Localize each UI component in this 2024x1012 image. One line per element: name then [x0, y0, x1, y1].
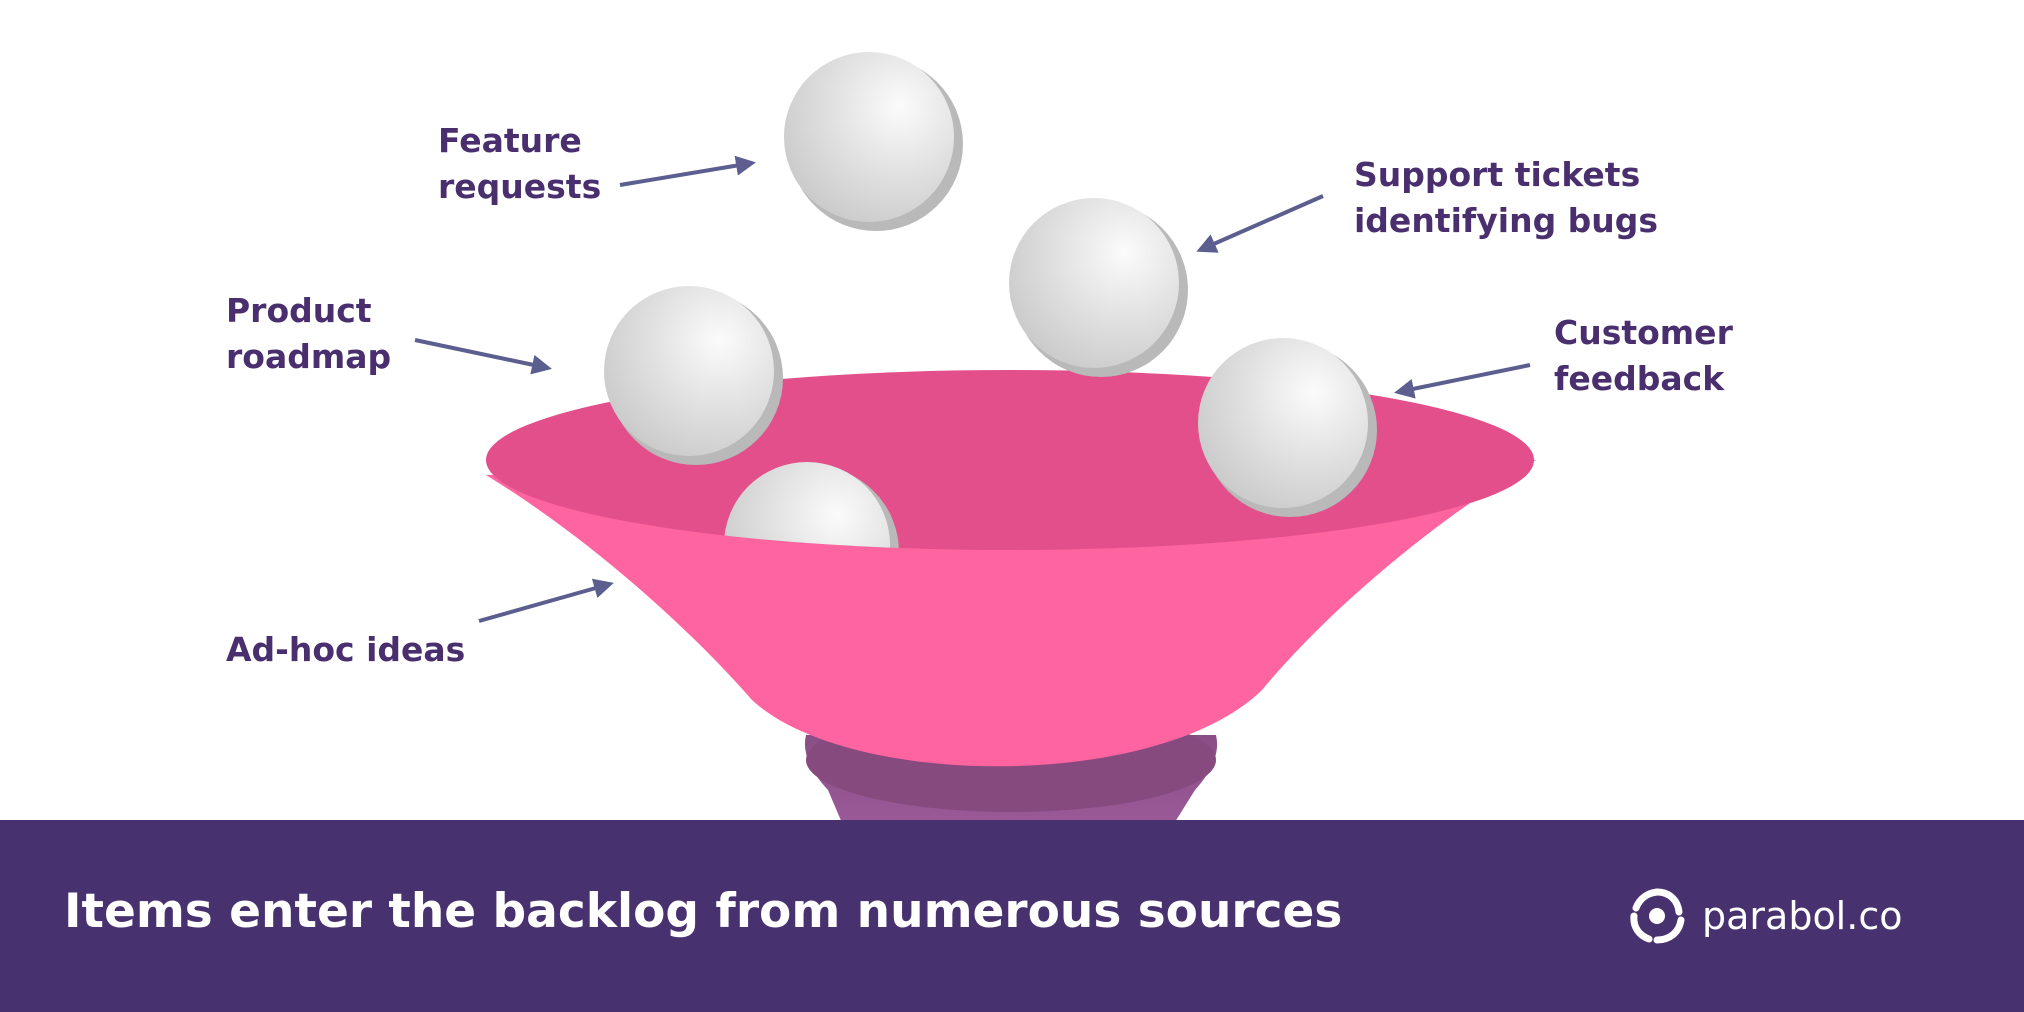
label-feature-requests: Feature requests [438, 118, 601, 210]
arrow-icon [1196, 194, 1324, 253]
arrow-icon [478, 578, 614, 623]
brand-name: parabol.co [1702, 894, 1903, 938]
label-line: Product [226, 291, 372, 330]
label-support-tickets: Support tickets identifying bugs [1354, 152, 1658, 244]
arrow-icon [414, 338, 552, 375]
footer-title: Items enter the backlog from numerous so… [64, 884, 1343, 939]
footer-banner: Items enter the backlog from numerous so… [0, 820, 2024, 1012]
label-line: requests [438, 167, 602, 206]
ball-product-roadmap [604, 286, 783, 465]
label-line: identifying bugs [1354, 201, 1659, 240]
label-customer-feedback: Customer feedback [1554, 310, 1733, 402]
arrow-icon [619, 155, 756, 187]
brand: parabol.co [1626, 884, 1902, 948]
label-line: Feature [438, 121, 582, 160]
label-ad-hoc-ideas: Ad-hoc ideas [226, 627, 465, 673]
label-line: Ad-hoc ideas [226, 630, 466, 669]
label-line: feedback [1554, 359, 1725, 398]
label-line: roadmap [226, 337, 392, 376]
ball-customer-feedback [1198, 338, 1377, 517]
arrow-icon [1394, 363, 1531, 399]
label-line: Customer [1554, 313, 1733, 352]
ball-support-tickets [1009, 198, 1188, 377]
label-product-roadmap: Product roadmap [226, 288, 391, 380]
ball-feature-requests [784, 52, 963, 231]
label-line: Support tickets [1354, 155, 1641, 194]
parabol-logo-icon [1630, 888, 1685, 944]
